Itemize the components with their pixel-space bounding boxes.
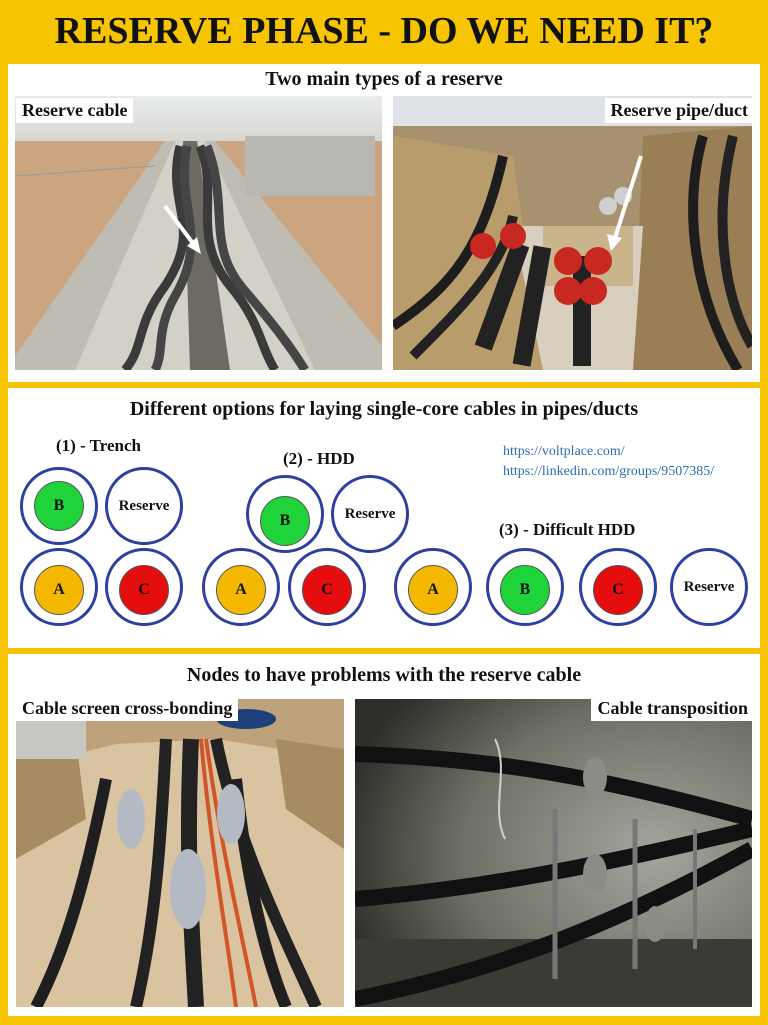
reserve-pipe-photo bbox=[393, 96, 752, 370]
pipe: B bbox=[246, 475, 324, 553]
option-hdd-label: (2) - HDD bbox=[283, 449, 355, 468]
section-heading: Two main types of a reserve bbox=[265, 68, 503, 90]
reserve-types-panel: Two main types of a reserve Reserve cabl bbox=[8, 64, 760, 382]
cross-bonding-label: Cable screen cross-bonding bbox=[16, 696, 239, 721]
option-trench-label: (1) - Trench bbox=[56, 436, 141, 455]
reserve-label: Reserve bbox=[344, 506, 396, 522]
cross-bonding-photo bbox=[16, 699, 344, 1007]
section-heading: Different options for laying single-core… bbox=[129, 398, 639, 420]
voltplace-link[interactable]: https://voltplace.com/ bbox=[503, 444, 625, 459]
reserve-cable-photo bbox=[15, 96, 382, 370]
pipe: Reserve bbox=[105, 467, 183, 545]
section-heading: Nodes to have problems with the reserve … bbox=[186, 664, 582, 686]
pipe: C bbox=[288, 548, 366, 626]
phase-c-core: C bbox=[593, 565, 643, 615]
reserve-pipe-label: Reserve pipe/duct bbox=[604, 98, 754, 123]
phase-a-core: A bbox=[34, 565, 84, 615]
phase-b-core: B bbox=[500, 565, 550, 615]
page-title: RESERVE PHASE - DO WE NEED IT? bbox=[54, 10, 714, 52]
pipe: B bbox=[20, 467, 98, 545]
phase-a-core: A bbox=[216, 565, 266, 615]
problem-nodes-panel: Nodes to have problems with the reserve … bbox=[8, 654, 760, 1016]
laying-options-panel: Different options for laying single-core… bbox=[8, 388, 760, 648]
phase-a-core: A bbox=[408, 565, 458, 615]
reserve-label: Reserve bbox=[683, 579, 735, 595]
pipe: C bbox=[105, 548, 183, 626]
pipe: C bbox=[579, 548, 657, 626]
pipe: Reserve bbox=[670, 548, 748, 626]
option-difficult-hdd-label: (3) - Difficult HDD bbox=[499, 520, 636, 539]
linkedin-link[interactable]: https://linkedin.com/groups/9507385/ bbox=[503, 464, 715, 479]
phase-b-core: B bbox=[34, 481, 84, 531]
transposition-photo bbox=[355, 699, 752, 1007]
phase-c-core: C bbox=[119, 565, 169, 615]
pipe: Reserve bbox=[331, 475, 409, 553]
phase-b-core: B bbox=[260, 496, 310, 546]
pipe: A bbox=[394, 548, 472, 626]
phase-c-core: C bbox=[302, 565, 352, 615]
reserve-cable-label: Reserve cable bbox=[16, 98, 134, 123]
pipe: A bbox=[202, 548, 280, 626]
reserve-label: Reserve bbox=[118, 498, 170, 514]
pipe: B bbox=[486, 548, 564, 626]
pipe: A bbox=[20, 548, 98, 626]
transposition-label: Cable transposition bbox=[591, 696, 754, 721]
